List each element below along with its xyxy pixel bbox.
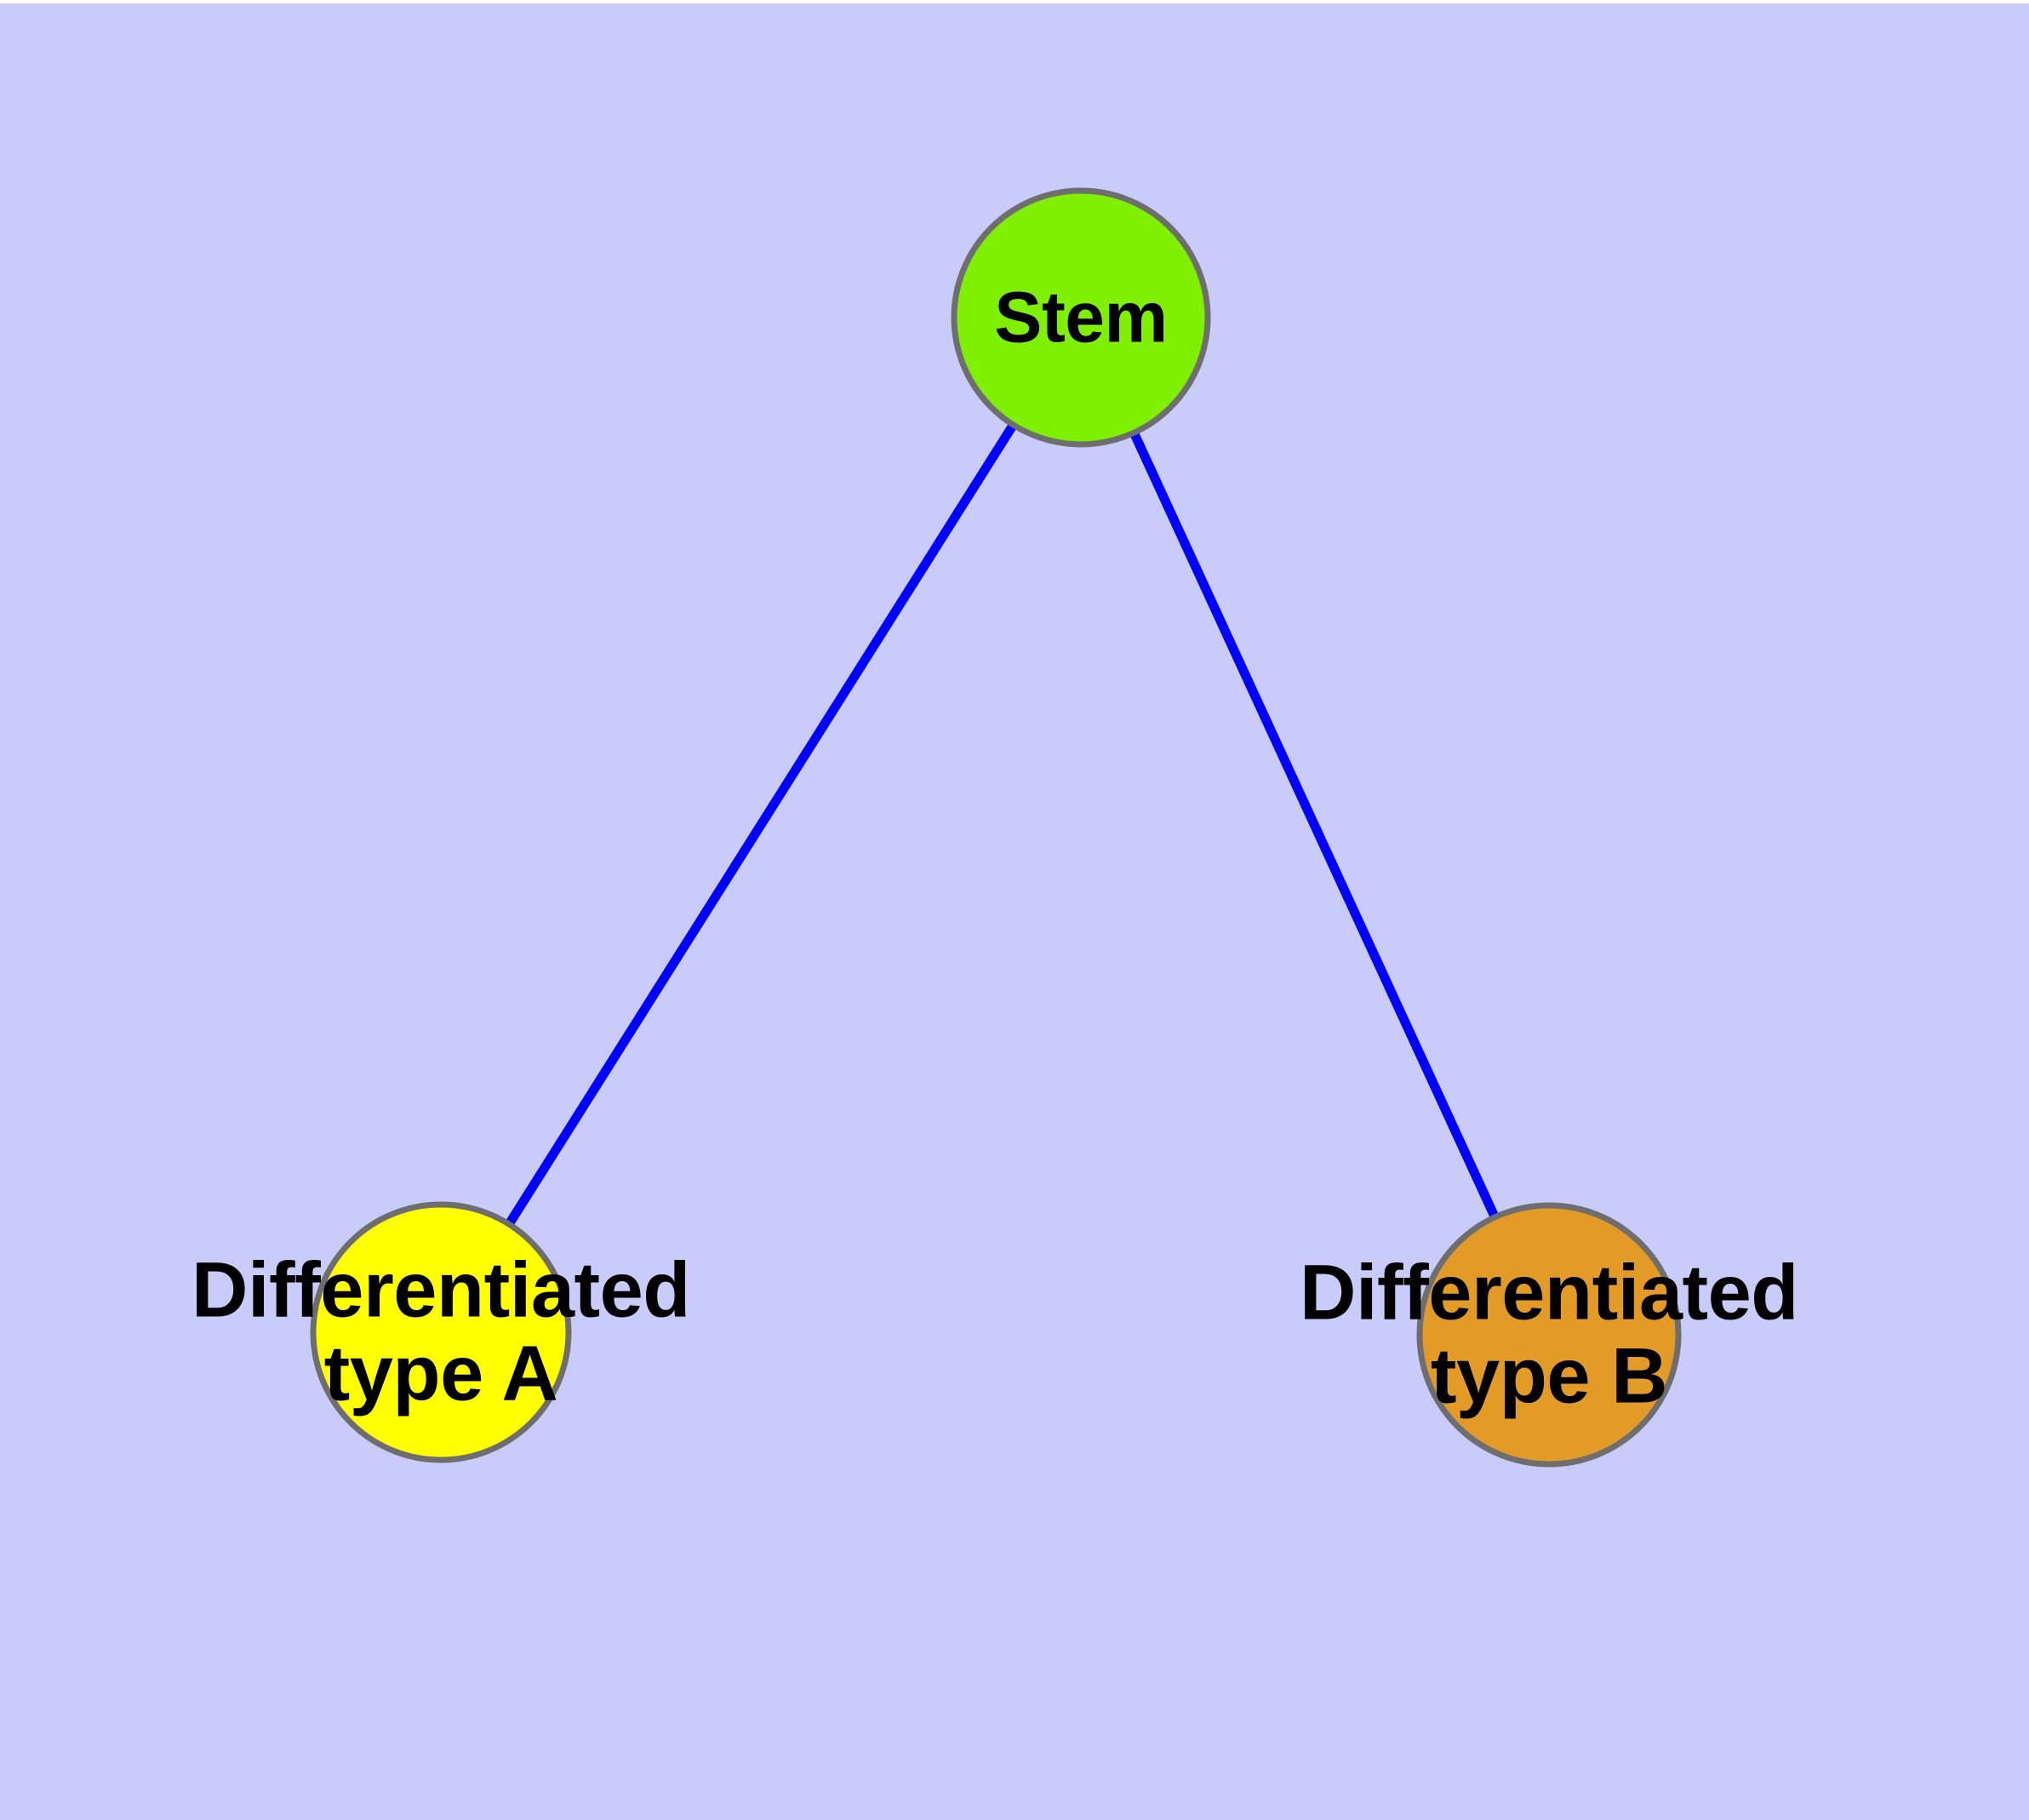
graph-node-diff_b[interactable] xyxy=(1416,1202,1682,1468)
node-layer xyxy=(310,187,1682,1468)
graph-node-diff_a[interactable] xyxy=(310,1201,572,1463)
graph-edge-stem-to-diff-b[interactable] xyxy=(1127,426,1501,1224)
graph-edge-stem-to-diff-a[interactable] xyxy=(502,418,1020,1232)
graph-svg xyxy=(310,187,1682,1468)
graph-node-stem[interactable] xyxy=(951,187,1211,448)
edge-layer xyxy=(502,418,1501,1232)
